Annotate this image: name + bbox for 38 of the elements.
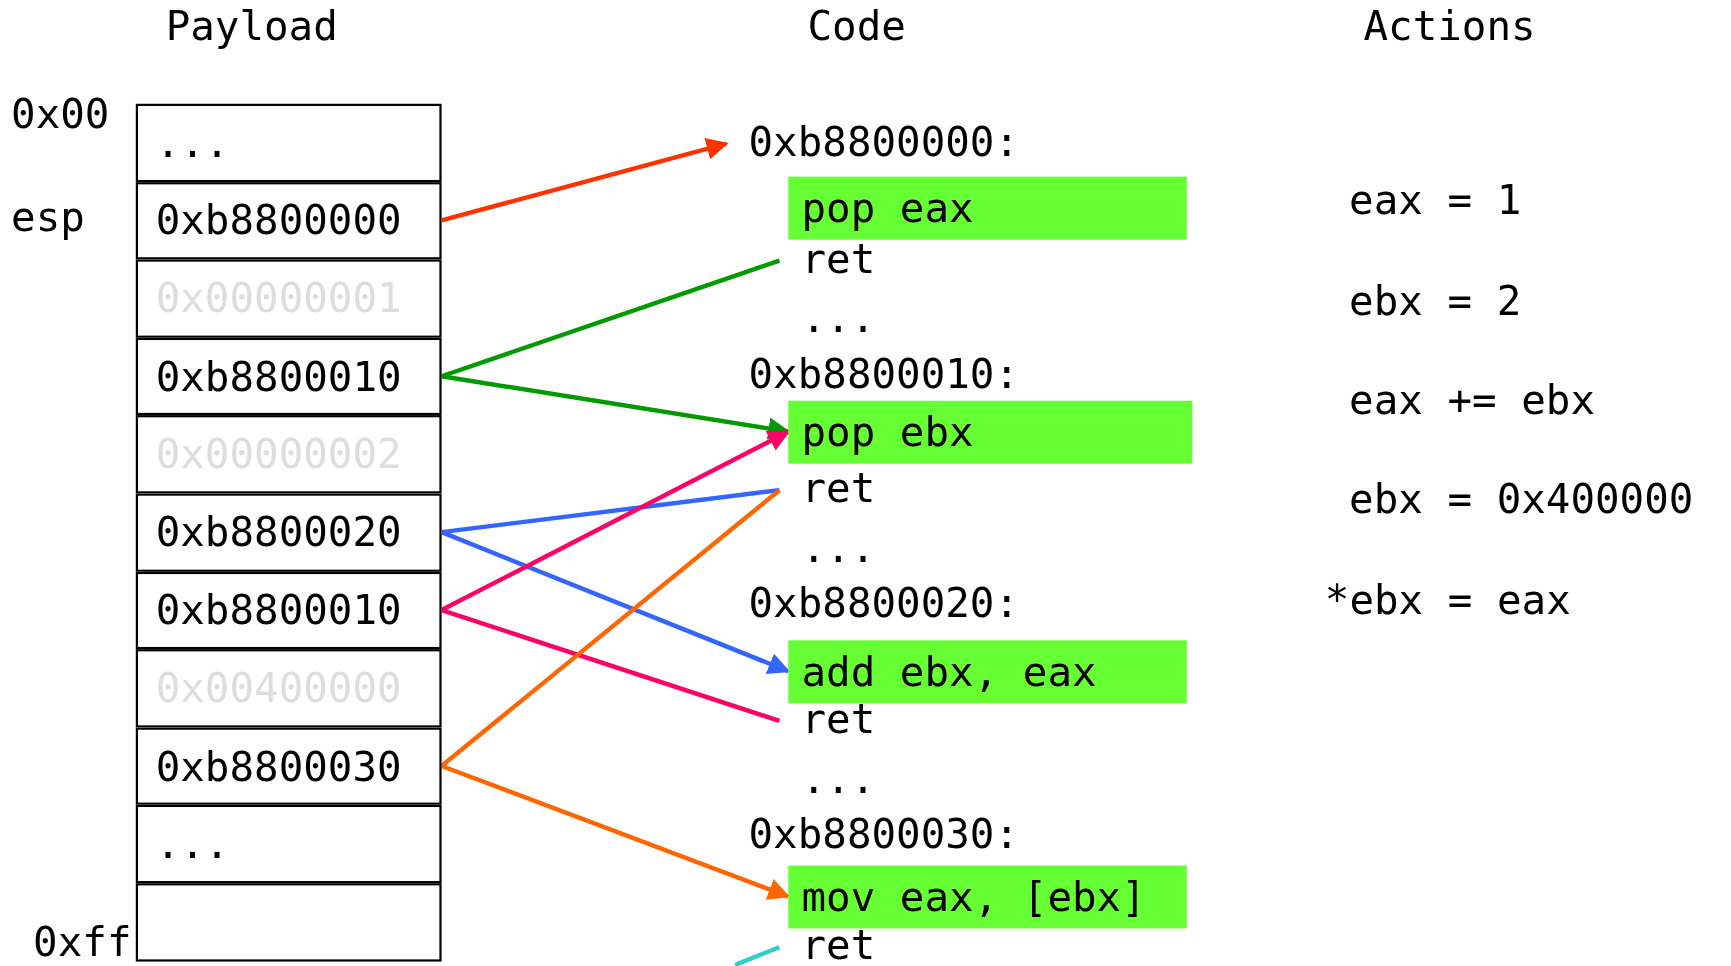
address-label: 0xb8800000:: [748, 121, 1020, 163]
action-text: ebx = 0x400000: [1349, 479, 1694, 520]
connector-line: [440, 488, 781, 768]
memory-cell: 0xb8800020: [135, 493, 442, 572]
ellipsis: ...: [801, 298, 876, 339]
memory-cell: ...: [135, 805, 442, 884]
instruction-box: add ebx, eax: [788, 639, 1187, 703]
memory-cell: 0xb8800030: [135, 727, 442, 806]
connector-line: [734, 945, 781, 966]
instruction-text: ret: [801, 238, 876, 280]
address-label: 0xb8800030:: [748, 813, 1020, 855]
instruction-text: ret: [801, 925, 876, 966]
address-label: 0xb8800020:: [748, 582, 1020, 624]
address-label: 0xff: [33, 921, 132, 963]
column-heading: Code: [807, 5, 906, 47]
address-label: 0xb8800010:: [748, 353, 1020, 395]
arrow: [441, 138, 729, 223]
instruction-text: ret: [801, 468, 876, 509]
action-text: *ebx = eax: [1324, 579, 1571, 621]
address-label: 0x00: [11, 93, 110, 135]
ellipsis: ...: [801, 758, 876, 800]
register-label: esp: [11, 196, 85, 238]
empty-memory-cell: [135, 883, 442, 962]
connector-line: [440, 607, 781, 723]
instruction-box: pop eax: [788, 176, 1187, 239]
action-text: eax += ebx: [1349, 379, 1595, 421]
column-heading: Actions: [1363, 5, 1536, 47]
column-heading: Payload: [165, 5, 338, 47]
memory-cell: ...: [135, 103, 442, 182]
memory-cell: 0xb8800010: [135, 337, 442, 416]
instruction-box: pop ebx: [788, 400, 1193, 464]
action-text: eax = 1: [1349, 179, 1522, 221]
connector-line: [441, 488, 780, 535]
ellipsis: ...: [801, 527, 876, 569]
memory-cell: 0xb8800000: [135, 181, 442, 260]
memory-cell: 0xb8800010: [135, 571, 442, 650]
instruction-box: mov eax, [ebx]: [788, 865, 1187, 928]
action-text: ebx = 2: [1349, 280, 1522, 322]
